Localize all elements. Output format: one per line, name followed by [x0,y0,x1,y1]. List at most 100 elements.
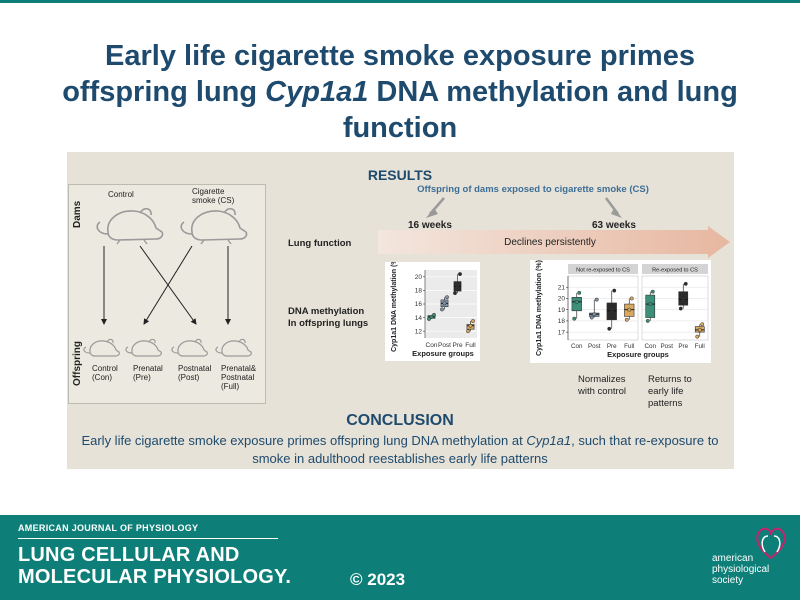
chart2-xlabel: Exposure groups [607,350,669,359]
group-pre-label: Prenatal(Pre) [133,364,163,382]
conclusion-text: Early life cigarette smoke exposure prim… [81,433,719,466]
chart2-panel2-point-Con [645,318,650,323]
week-63-label: 63 weeks [592,220,636,231]
exposure-diagram-graphics [83,207,252,357]
results-subheading: Offspring of dams exposed to cigarette s… [417,184,649,195]
results-heading: RESULTS [367,167,433,183]
week-16-label: 16 weeks [408,220,452,231]
chart2-xtick-label: Pre [607,343,617,350]
group-post-label: Postnatal(Post) [178,364,212,382]
chart1-ytick-label: 12 [415,328,423,335]
chart-63wk-svg: Not re-exposed to CS Con Post Pre Full Re-exp… [536,260,709,359]
chart1-point-Post [442,301,447,306]
chart2-panel2-point-Pre [683,281,688,286]
chart1-point-Full [466,329,470,334]
chart2-panel1-point-Post [594,297,599,302]
chart2-xtick-label: Post [660,343,673,350]
chart1-point-Con [432,312,436,317]
chart2-ytick-label: 17 [558,329,566,336]
offspring-post-mouse-icon [171,338,208,357]
chart1-point-Post [440,307,444,312]
cs-dam-mouse-icon [180,207,248,245]
chart2-facet-strip [642,264,708,274]
chart2-ytick-label: 20 [558,296,566,303]
chart2-xtick-label: Post [588,343,601,350]
chart2-facet-strip [568,264,638,274]
lung-function-arrow [378,226,730,258]
group-full-label: Prenatal&Postnatal(Full) [221,364,257,391]
title-text-2: DNA methylation and lung function [342,76,738,144]
chart2-panel1-point-Post [589,315,594,320]
methylation-chart-63wk: Not re-exposed to CS Con Post Pre Full Re-exp… [530,260,711,363]
chart2-panel1-point-Pre [612,288,617,293]
chart1-point-Con [429,314,434,319]
chart2-panel2-point-Full [700,322,705,327]
offspring-pre-mouse-icon [125,338,162,357]
copyright: © 2023 [350,570,406,589]
chart2-panel2-point-Con [650,289,655,294]
week-pointers [426,197,622,218]
chart2-panel1-point-Pre [607,326,612,331]
chart2-xtick-label: Con [644,343,656,350]
chart1-xtick-label: Pre [452,342,463,349]
group-con-label: Control(Con) [92,364,118,382]
chart2-panel1-box-Con [571,297,582,312]
chart1-ytick-label: 18 [415,288,423,295]
chart1-point-Pre [453,291,457,296]
chart1-xlabel: Exposure groups [412,349,474,358]
cs-dam-label-2: smoke (CS) [192,196,235,205]
chart2-panel1-point-Full [627,307,632,312]
cs-dam-label-1: Cigarette [192,187,225,196]
chart1-xtick-label: Con [426,342,438,349]
lung-function-label: Lung function [288,238,352,249]
chart1-xtick-label: Full [465,342,476,349]
chart1-ytick-label: 20 [415,274,423,281]
chart2-xtick-label: Con [571,343,583,350]
chart2-panel2-point-Pre [681,297,686,302]
chart2-xtick-label: Pre [678,343,688,350]
chart2-facet-label: Not re-exposed to CS [576,268,630,274]
chart2-panel1-point-Con [572,316,577,321]
chart1-point-Con [427,317,431,321]
chart2-xtick-label: Full [695,343,705,350]
control-dam-mouse-icon [96,207,164,245]
chart2-panel2-point-Full [695,334,700,339]
chart1-ylabel: Cyp1a1 DNA methylation (%) [391,262,398,352]
chart1-point-Full [468,323,473,328]
lung-function-text: Declines persistently [504,237,596,248]
chart1-point-Full [471,319,475,323]
top-rule [0,0,800,3]
chart2-panel2-point-Full [697,327,702,332]
chart2-ytick-label: 19 [558,307,566,314]
chart2-ytick-label: 21 [558,284,566,291]
chart2-ytick-label: 18 [558,318,566,325]
chart2-panel2-point-Pre [678,306,683,311]
chart2-panel2-point-Con [648,302,653,307]
chart1-point-Post [445,295,449,300]
chart1-point-Pre [455,284,460,289]
aps-logo-icon [756,527,786,560]
chart2-panel1-point-Full [629,296,634,301]
offspring-con-mouse-icon [83,338,120,357]
journal-footer [0,515,800,600]
exposure-diagram [68,184,266,404]
page-title: Early life cigarette smoke exposure prim… [40,38,760,146]
chart2-panel1-point-Post [592,312,597,317]
journal-line: AMERICAN JOURNAL OF PHYSIOLOGY [18,523,199,533]
chart2-panel2-box-Con [645,294,656,318]
chart2-panel1-point-Pre [609,308,614,313]
offspring-full-mouse-icon [215,338,252,357]
chart2-facet-label: Re-exposed to CS [652,268,698,274]
chart1-xtick-label: Post [438,342,451,349]
title-text-1: Early life cigarette smoke exposure prim… [62,40,695,108]
chart2-xtick-label: Full [624,343,634,350]
title-gene: Cyp1a1 [265,76,369,108]
journal-rule [18,538,278,539]
chart2-panel1-point-Full [624,317,629,322]
